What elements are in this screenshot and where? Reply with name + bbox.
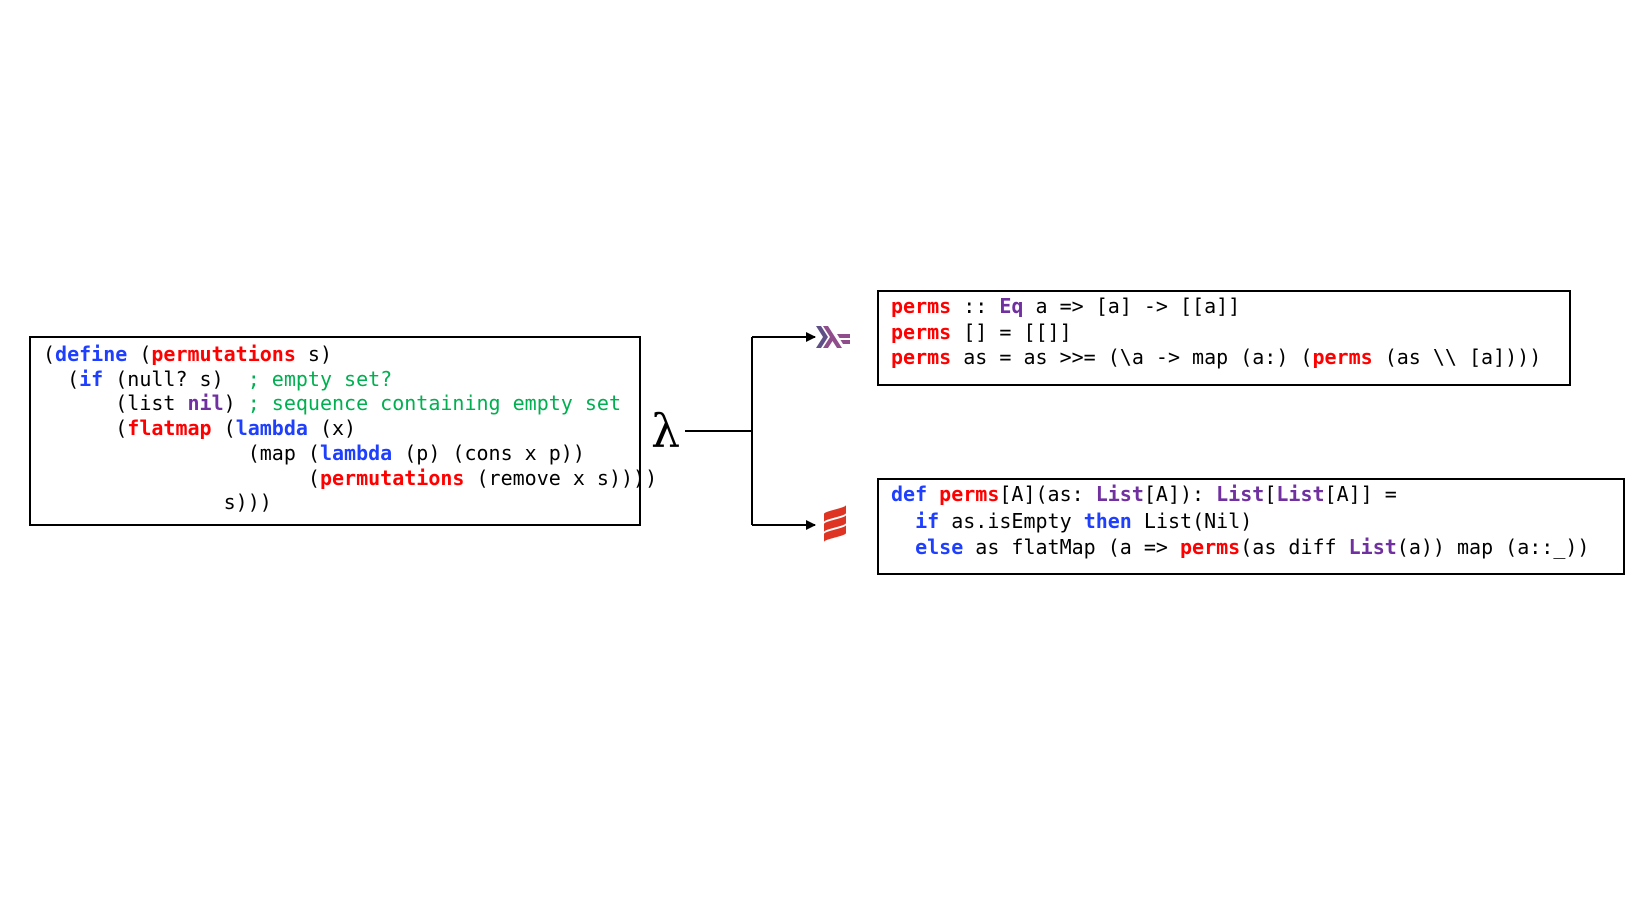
- scheme-code-token: (: [43, 465, 320, 490]
- haskell-code-token: a => [a] -> [[a]]: [1023, 294, 1241, 318]
- scheme-code-token: (: [43, 342, 56, 366]
- scala-code-token: [927, 482, 939, 506]
- haskell-code-token: [] = [[]]: [951, 319, 1072, 344]
- scheme-code-token: flatmap: [127, 416, 212, 441]
- haskell-code-token: (as \\ [a]))): [1372, 345, 1542, 369]
- scala-code-token: List: [1276, 482, 1325, 506]
- lambda-symbol: λ: [651, 404, 681, 458]
- scala-code-token: [891, 509, 915, 533]
- scala-code-token: (a)) map (a::_)): [1396, 535, 1590, 559]
- scala-code-token: List: [1348, 535, 1397, 559]
- scala-code-token: List: [1095, 482, 1144, 506]
- scala-code-token: (as diff: [1240, 535, 1349, 559]
- scala-code-token: List(Nil): [1131, 508, 1253, 533]
- scala-code-token: as.isEmpty: [939, 508, 1084, 533]
- haskell-code-token: perms: [891, 319, 952, 344]
- scala-code-box: def perms[A](as: List[A]): List[List[A]]…: [877, 478, 1625, 575]
- scheme-code-token: permutations: [151, 342, 296, 366]
- scheme-code-token: (: [127, 342, 152, 366]
- scala-code-token: then: [1083, 508, 1132, 533]
- scala-code-token: if: [915, 508, 940, 533]
- scheme-code-token: if: [79, 366, 104, 391]
- scheme-code-token: (list: [43, 391, 188, 416]
- scala-code-token: [891, 535, 915, 559]
- scheme-code-token: (: [43, 416, 128, 441]
- scheme-code-token: s): [295, 342, 333, 366]
- scheme-code-token: define: [55, 342, 128, 366]
- scheme-code-token: (map (: [43, 440, 320, 465]
- scheme-code-token: (: [211, 416, 236, 441]
- haskell-code-token: Eq: [999, 294, 1024, 318]
- scheme-code-token: (x): [307, 416, 357, 441]
- scala-code-line: else as flatMap (a => perms(as diff List…: [891, 535, 1589, 560]
- haskell-code-token: perms: [1312, 345, 1373, 369]
- haskell-code-token: perms: [891, 345, 952, 369]
- scala-code-token: perms: [1180, 535, 1241, 559]
- scala-code-token: perms: [939, 482, 1000, 506]
- scala-code-token: def: [891, 482, 928, 506]
- scheme-code-token: (: [43, 366, 80, 391]
- scheme-code-token: (p) (cons x p)): [392, 440, 585, 465]
- scheme-code-token: permutations: [319, 465, 465, 490]
- scheme-code-token: ; empty set?: [247, 366, 393, 391]
- scheme-code-token: lambda: [235, 416, 308, 441]
- haskell-code-line: perms [] = [[]]: [891, 320, 1072, 345]
- scheme-code-token: s))): [43, 490, 272, 515]
- scala-code-token: [: [1264, 482, 1277, 506]
- scheme-code-line: (list nil) ; sequence containing empty s…: [43, 391, 621, 416]
- scheme-code-line: (define (permutations s): [43, 342, 332, 367]
- scala-code-token: [A](as:: [999, 482, 1096, 506]
- scheme-code-token: (null? s): [103, 366, 248, 391]
- haskell-code-line: perms :: Eq a => [a] -> [[a]]: [891, 294, 1240, 319]
- scala-code-token: else: [915, 535, 964, 559]
- scheme-code-line: (flatmap (lambda (x): [43, 416, 356, 441]
- haskell-code-token: perms: [891, 294, 952, 318]
- haskell-code-box: perms :: Eq a => [a] -> [[a]]perms [] = …: [877, 290, 1571, 386]
- scheme-code-line: (permutations (remove x s)))): [43, 466, 657, 491]
- scheme-code-line: s))): [43, 490, 272, 515]
- scala-logo-icon: [824, 505, 846, 542]
- haskell-code-line: perms as = as >>= (\a -> map (a:) (perms…: [891, 345, 1541, 370]
- scheme-code-token: ): [223, 391, 248, 416]
- scheme-code-token: nil: [187, 391, 224, 416]
- scala-code-token: [A]] =: [1324, 482, 1397, 506]
- scala-code-line: if as.isEmpty then List(Nil): [891, 509, 1252, 534]
- scheme-code-line: (if (null? s) ; empty set?: [43, 367, 392, 392]
- haskell-code-token: ::: [951, 294, 1000, 318]
- scheme-code-token: ; sequence containing empty set: [247, 391, 621, 416]
- scheme-code-line: (map (lambda (p) (cons x p)): [43, 441, 585, 466]
- scheme-code-token: lambda: [319, 440, 393, 465]
- scheme-code-box: (define (permutations s) (if (null? s) ;…: [29, 336, 657, 526]
- scala-code-token: as flatMap (a =>: [963, 535, 1181, 559]
- scala-code-line: def perms[A](as: List[A]): List[List[A]]…: [891, 482, 1397, 507]
- scala-code-token: List: [1216, 482, 1265, 506]
- haskell-logo-icon: [816, 326, 850, 348]
- scheme-code-token: (remove x s)))): [464, 465, 658, 490]
- haskell-code-token: as = as >>= (\a -> map (a:) (: [951, 345, 1313, 369]
- scala-code-token: [A]):: [1143, 482, 1217, 506]
